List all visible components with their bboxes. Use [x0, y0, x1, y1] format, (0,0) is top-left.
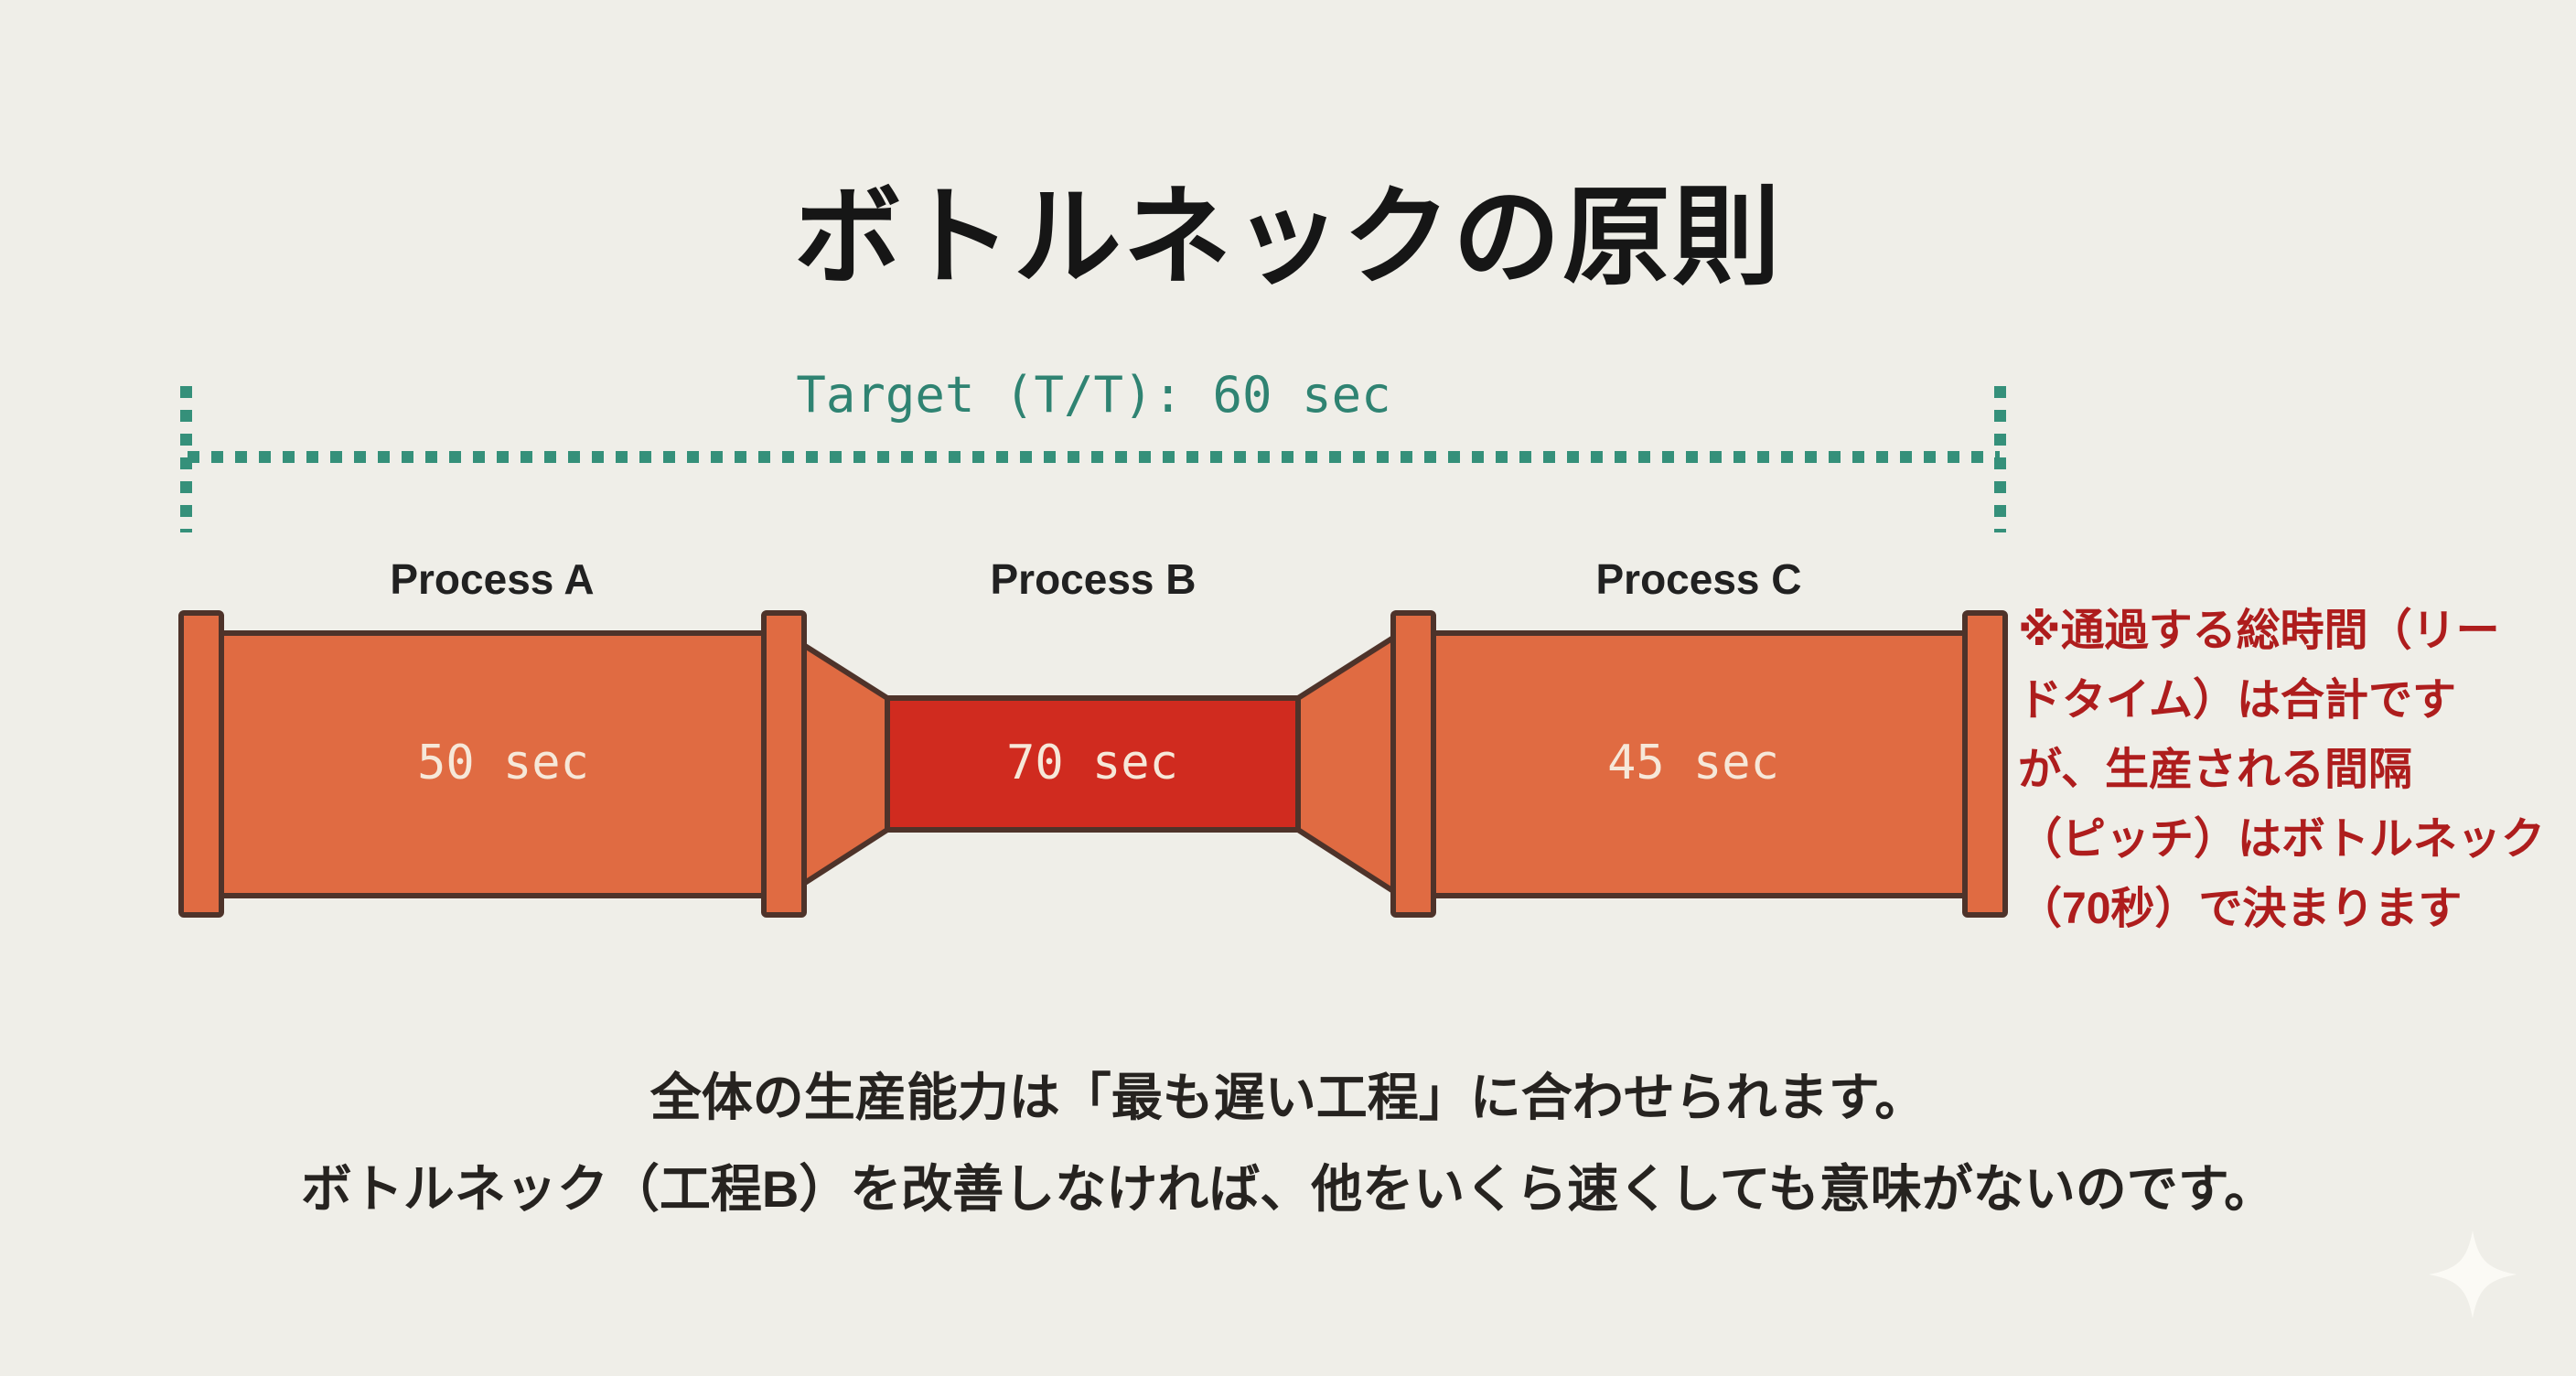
page-title: ボトルネックの原則: [793, 177, 1782, 299]
taper-b-to-c: [1295, 630, 1403, 898]
target-span-dotted-line: [188, 451, 2000, 463]
process-a-time: 50 sec: [417, 736, 589, 790]
annotation-line: が、生産される間隔: [2018, 746, 2413, 794]
process-a-label: Process A: [390, 555, 595, 603]
target-span-right-tick: [1994, 386, 2006, 532]
sparkle-shape: [2429, 1231, 2517, 1318]
process-b-bottleneck-body: [885, 695, 1301, 833]
annotation-line: （70秒）で決まります: [2018, 885, 2463, 933]
pipe-flange-a-b: [761, 610, 807, 918]
process-c-pipe-body: [1411, 630, 1977, 898]
conclusion-text: 全体の生産能力は「最も遅い工程」に合わせられます。 ボトルネック（工程B）を改善…: [0, 1052, 2576, 1235]
annotation-line: ※通過する総時間（リー: [2018, 607, 2500, 655]
bottleneck-pipe-diagram: 50 sec 70 sec 45 sec: [178, 610, 2008, 918]
process-b-time: 70 sec: [1006, 736, 1178, 790]
annotation-line: ドタイム）は合計です: [2018, 676, 2457, 725]
process-b-label: Process B: [990, 555, 1197, 603]
pipe-flange-right-end: [1962, 610, 2008, 918]
conclusion-line-2: ボトルネック（工程B）を改善しなければ、他をいくら速くしても意味がないのです。: [300, 1160, 2276, 1218]
process-c-label: Process C: [1595, 555, 1802, 603]
takt-time-label: Target (T/T): 60 sec: [796, 366, 1391, 424]
annotation-line: （ピッチ）はボトルネック: [2018, 815, 2546, 864]
bottleneck-annotation: ※通過する総時間（リー ドタイム）は合計です が、生産される間隔 （ピッチ）はボ…: [2018, 597, 2572, 944]
pipe-flange-b-c: [1390, 610, 1436, 918]
target-span-left-tick: [180, 386, 192, 532]
process-c-time: 45 sec: [1607, 736, 1779, 790]
conclusion-line-1: 全体の生産能力は「最も遅い工程」に合わせられます。: [649, 1069, 1927, 1126]
process-a-pipe-body: [219, 630, 788, 898]
pipe-flange-left-end: [178, 610, 224, 918]
sparkle-icon: [2429, 1231, 2517, 1318]
